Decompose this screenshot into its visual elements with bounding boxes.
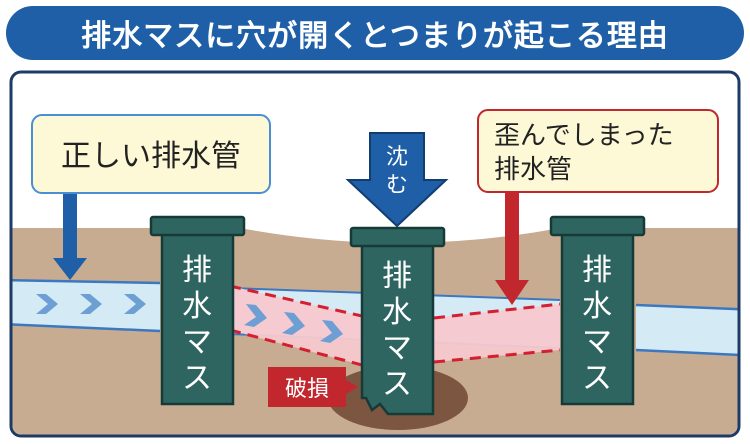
flow-arrows — [36, 294, 343, 343]
correct-pipe-callout: 正しい排水管 — [31, 114, 271, 194]
damage-label: 破損 — [268, 367, 358, 407]
left-basin-label-4: ス — [182, 361, 212, 396]
right-basin-label-3: マ — [582, 325, 612, 360]
chevron-right-icon — [80, 294, 102, 314]
chevron-right-icon — [244, 304, 267, 327]
arrow-down-icon — [495, 192, 529, 305]
page-title: 排水マスに穴が開くとつまりが起こる理由 — [81, 19, 669, 54]
damage-label-text: 破損 — [285, 377, 329, 402]
title-banner: 排水マスに穴が開くとつまりが起こる理由 — [6, 6, 744, 60]
distorted-pipe-callout: 歪んでしまった 排水管 — [477, 109, 719, 193]
right-basin-label-2: 水 — [582, 289, 612, 324]
left-basin-label-2: 水 — [182, 289, 212, 324]
center-basin — [349, 226, 446, 416]
chevron-right-icon — [124, 294, 146, 314]
chevron-right-icon — [36, 294, 58, 314]
left-basin — [149, 215, 246, 406]
right-basin — [549, 215, 646, 406]
right-basin-label-4: ス — [582, 361, 612, 396]
left-pipe — [12, 280, 160, 331]
left-basin-label-1: 排 — [182, 253, 212, 288]
correct-pipe-label: 正しい排水管 — [61, 139, 241, 174]
left-basin-label-3: マ — [182, 325, 212, 360]
distorted-pipe-label-1: 歪んでしまった — [494, 121, 674, 151]
right-basin-label-1: 排 — [582, 253, 612, 288]
arrow-down-icon — [53, 190, 87, 280]
sink-label-1: 沈 — [386, 145, 408, 170]
sink-arrow: 沈 む — [345, 132, 449, 228]
chevron-right-icon — [320, 320, 343, 343]
distorted-pipe-label-2: 排水管 — [494, 155, 572, 185]
center-basin-label-3: マ — [382, 331, 412, 366]
center-basin-label-2: 水 — [382, 295, 412, 330]
center-basin-label-1: 排 — [382, 259, 412, 294]
center-basin-label-4: ス — [382, 367, 412, 402]
right-pipe — [636, 305, 738, 356]
chevron-right-icon — [282, 312, 305, 335]
sink-label-2: む — [386, 173, 408, 198]
distorted-pipe-right — [434, 304, 560, 362]
